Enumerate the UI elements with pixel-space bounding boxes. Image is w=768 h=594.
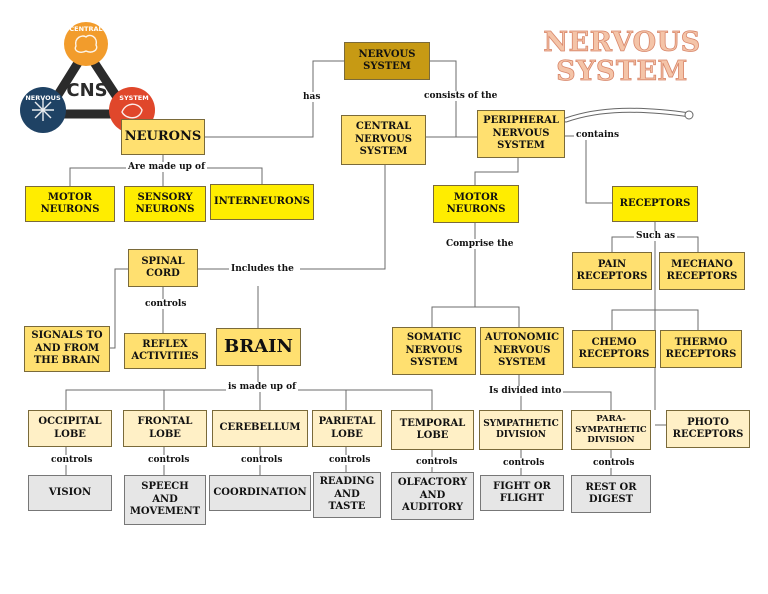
logo-right-label: SYSTEM [119, 94, 148, 102]
label-controls-spinal: controls [143, 299, 189, 309]
node-sympathetic-division: SYMPATHETIC DIVISION [479, 410, 563, 450]
label-comprise: Comprise the [444, 239, 516, 249]
node-olfactory-and-auditory: OLFACTORY AND AUDITORY [391, 472, 474, 520]
nerve-illustration [563, 107, 694, 123]
logo-left-label: NERVOUS [25, 94, 61, 102]
label-controls-sympathetic: controls [501, 458, 547, 468]
node-frontal-lobe: FRONTAL LOBE [123, 410, 207, 447]
node-fight-or-flight: FIGHT OR FLIGHT [480, 475, 564, 511]
node-thermo-receptors: THERMO RECEPTORS [660, 330, 742, 368]
node-reflex-activities: REFLEX ACTIVITIES [124, 333, 206, 369]
node-speech-and-movement: SPEECH AND MOVEMENT [124, 475, 206, 525]
node-receptors: RECEPTORS [612, 186, 698, 222]
node-occipital-lobe: OCCIPITAL LOBE [28, 410, 112, 447]
node-motor-neurons-pns: MOTOR NEURONS [433, 185, 519, 223]
node-central-nervous-system: CENTRAL NERVOUS SYSTEM [341, 115, 426, 165]
label-contains: contains [574, 130, 622, 140]
node-neurons: NEURONS [121, 119, 205, 155]
node-rest-or-digest: REST OR DIGEST [571, 475, 651, 513]
label-includes: Includes the [229, 264, 296, 274]
node-sensory-neurons: SENSORY NEURONS [124, 186, 206, 222]
central-circle [64, 22, 108, 66]
logo-top-label: CENTRAL [69, 25, 102, 33]
node-spinal-cord: SPINAL CORD [128, 249, 198, 287]
node-pain-receptors: PAIN RECEPTORS [572, 252, 652, 290]
diagram-title: NERVOUS SYSTEM [543, 27, 701, 87]
node-interneurons: INTERNEURONS [210, 184, 314, 220]
label-controls-cerebellum: controls [239, 455, 285, 465]
label-controls-occipital: controls [49, 455, 95, 465]
label-has: has [301, 92, 323, 102]
node-vision: VISION [28, 475, 112, 511]
node-chemo-receptors: CHEMO RECEPTORS [572, 330, 656, 368]
label-controls-frontal: controls [146, 455, 192, 465]
node-somatic-nervous-system: SOMATIC NERVOUS SYSTEM [392, 327, 476, 375]
node-cerebellum: CEREBELLUM [212, 410, 308, 447]
node-autonomic-nervous-system: AUTONOMIC NERVOUS SYSTEM [480, 327, 564, 375]
label-is-made-up-of: is made up of [226, 382, 298, 392]
logo-center-label: CNS [66, 80, 107, 101]
label-such-as: Such as [634, 231, 678, 241]
node-parasympathetic-division: PARA- SYMPATHETIC DIVISION [571, 410, 651, 450]
node-coordination: COORDINATION [209, 475, 311, 511]
label-are-made-up-of: Are made up of [126, 162, 207, 172]
label-consists-of: consists of the [422, 91, 500, 101]
label-is-divided-into: Is divided into [487, 386, 564, 396]
node-reading-and-taste: READING AND TASTE [313, 472, 381, 518]
node-temporal-lobe: TEMPORAL LOBE [391, 410, 474, 450]
node-photo-receptors: PHOTO RECEPTORS [666, 410, 750, 448]
label-controls-parasympathetic: controls [591, 458, 637, 468]
node-signals-to-brain: SIGNALS TO AND FROM THE BRAIN [24, 326, 110, 372]
node-motor-neurons: MOTOR NEURONS [25, 186, 115, 222]
node-peripheral-nervous-system: PERIPHERAL NERVOUS SYSTEM [477, 110, 565, 158]
label-controls-temporal: controls [414, 457, 460, 467]
node-mechano-receptors: MECHANO RECEPTORS [659, 252, 745, 290]
label-controls-parietal: controls [327, 455, 373, 465]
node-nervous-system: NERVOUS SYSTEM [344, 42, 430, 80]
cns-logo: CENTRAL NERVOUS SYSTEM CNS [20, 22, 155, 133]
node-parietal-lobe: PARIETAL LOBE [312, 410, 382, 447]
node-brain: BRAIN [216, 328, 301, 366]
